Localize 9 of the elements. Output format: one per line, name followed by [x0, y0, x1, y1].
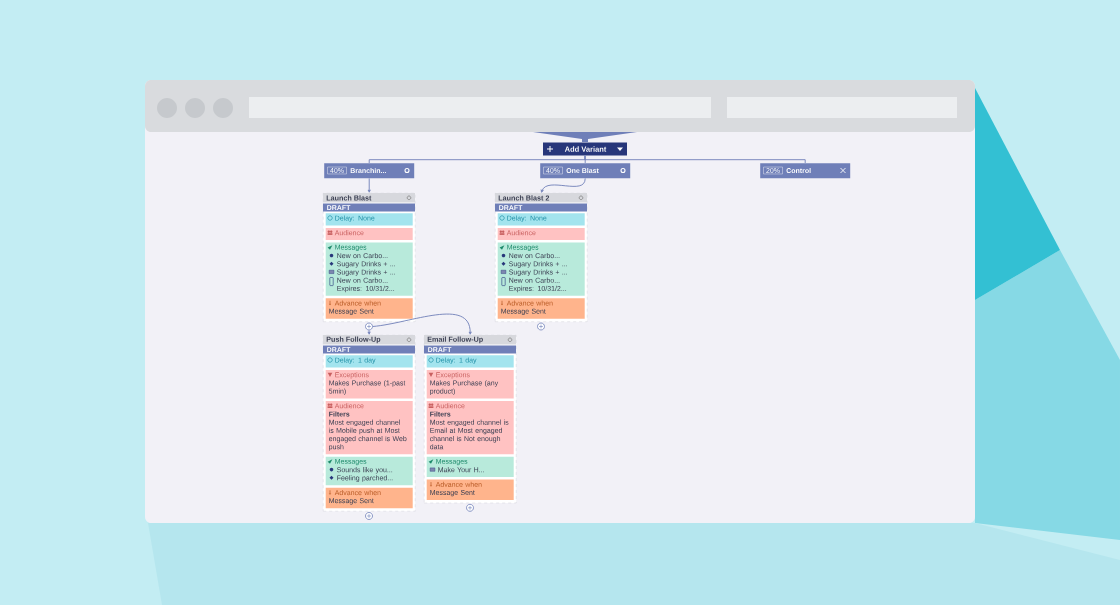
plus-circle: [466, 503, 474, 512]
arrow: [367, 177, 371, 193]
plus-circle: [365, 512, 373, 520]
arrow: [540, 177, 586, 193]
plus-circle: [365, 322, 373, 331]
plus-circle: [537, 322, 545, 331]
arrow: [372, 313, 472, 335]
connector-line: [584, 155, 806, 164]
arrow: [367, 329, 371, 335]
